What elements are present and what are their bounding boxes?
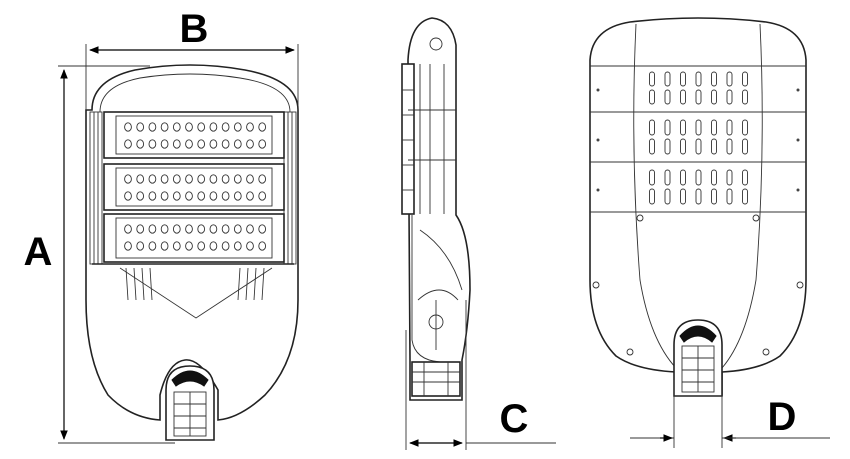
side-mount-bracket: [411, 361, 461, 397]
rear-view: [589, 17, 807, 397]
led-modules: [103, 111, 285, 263]
right-side-fins: [283, 111, 297, 265]
rear-vent-slots: [649, 71, 748, 205]
side-heatsink: [401, 63, 456, 215]
dimension-d: D: [630, 380, 830, 448]
front-view: [85, 64, 299, 441]
dimension-b: B: [85, 7, 299, 110]
label-a: A: [24, 230, 53, 274]
rear-mount-bracket: [673, 319, 723, 397]
label-c: C: [500, 397, 529, 441]
rear-housing-outline: [589, 17, 807, 396]
led-module: [103, 163, 285, 211]
dimension-c: C: [405, 300, 556, 450]
left-side-fins: [89, 111, 103, 265]
label-b: B: [180, 7, 209, 51]
side-housing-outline: [407, 17, 471, 401]
front-housing-outline: [85, 64, 299, 421]
led-module: [103, 111, 285, 159]
led-module: [103, 213, 285, 263]
label-d: D: [768, 395, 797, 439]
front-mount-bracket: [165, 365, 215, 441]
side-view: [401, 17, 471, 401]
dimension-a: A: [24, 65, 175, 444]
rear-screws: [592, 88, 804, 356]
lower-ribs: [125, 267, 265, 301]
